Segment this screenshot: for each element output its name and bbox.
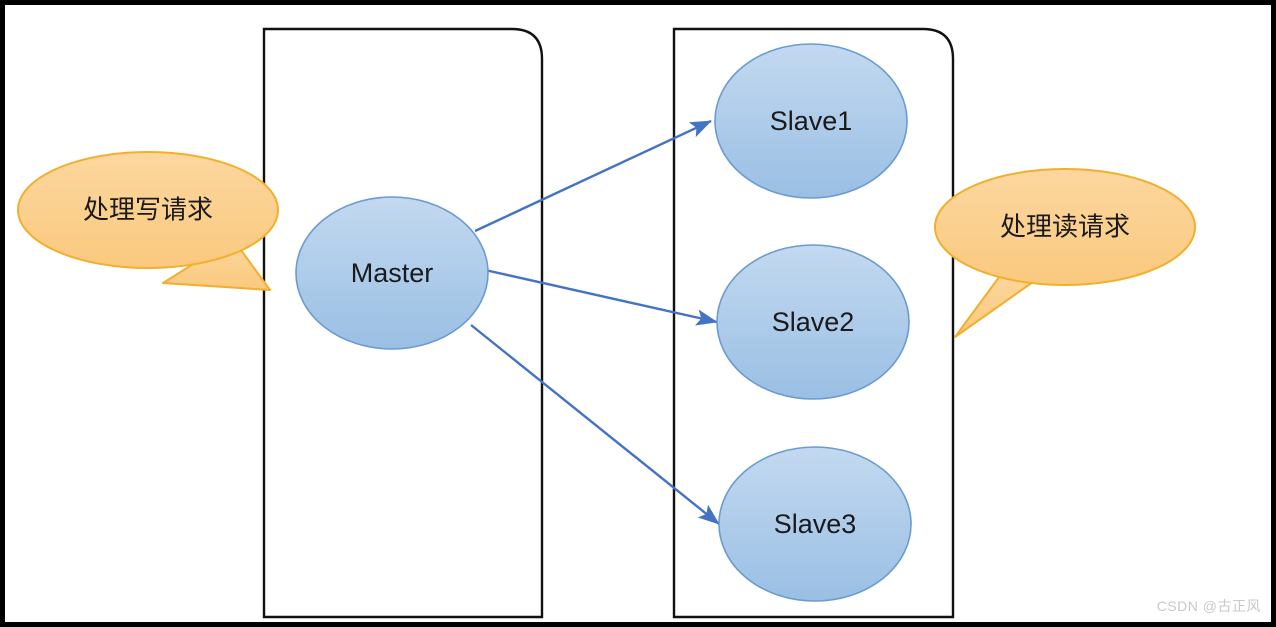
edge-master-to-slave1 <box>474 119 712 233</box>
node-slave1-label: Slave1 <box>770 106 853 136</box>
watermark: CSDN @古正风 <box>1156 598 1261 614</box>
edge-master-to-slave3 <box>470 324 720 525</box>
node-slave2[interactable] <box>716 244 910 400</box>
node-slave1[interactable] <box>714 43 908 199</box>
read-callout-label: 处理读请求 <box>1000 213 1130 243</box>
node-master[interactable] <box>295 196 489 350</box>
node-master-label: Master <box>351 258 434 288</box>
node-slave3-label: Slave3 <box>774 509 857 539</box>
node-slave2-label: Slave2 <box>772 307 855 337</box>
diagram-svg: Master Slave1 Slave2 Slave3 处理写请求 处理读请求 <box>17 27 1196 619</box>
read-callout-bubble[interactable] <box>934 168 1196 286</box>
write-callout-bubble[interactable] <box>17 151 279 269</box>
write-callout-label: 处理写请求 <box>83 196 213 226</box>
edge-master-to-slave2 <box>484 268 718 326</box>
node-slave3[interactable] <box>718 446 912 602</box>
